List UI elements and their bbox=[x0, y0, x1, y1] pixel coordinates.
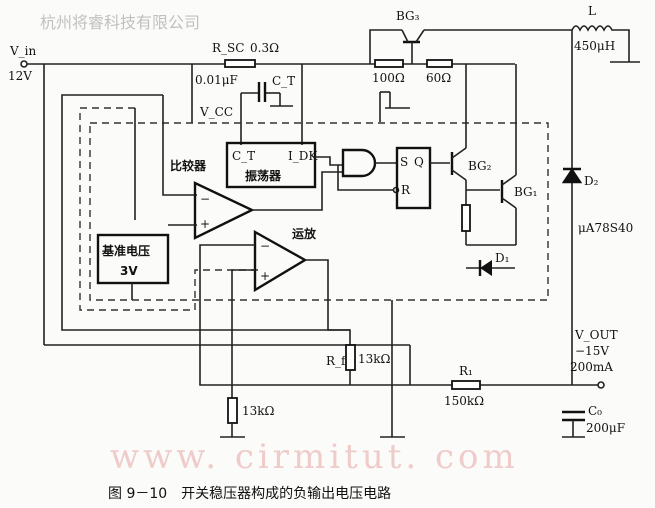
vcc-label: V_CC bbox=[199, 105, 233, 119]
comparator-label: 比较器 bbox=[170, 158, 207, 173]
transistor-bg1 bbox=[500, 64, 517, 245]
opamp-label: 运放 bbox=[292, 226, 317, 241]
reference-value: 3V bbox=[120, 264, 138, 278]
r1-value: 150kΩ bbox=[444, 394, 484, 408]
ic-boundary bbox=[89, 122, 549, 301]
watermark-company: 杭州将睿科技有限公司 bbox=[40, 13, 200, 32]
vin-value: 12V bbox=[8, 69, 32, 83]
vout-voltage: −15V bbox=[575, 344, 609, 358]
figure-caption: 图 9－10 开关稳压器构成的负输出电压电路 bbox=[108, 486, 391, 502]
ct-capacitor bbox=[240, 82, 293, 145]
r100-label: 100Ω bbox=[372, 71, 405, 85]
cap-small-value: 0.01μF bbox=[195, 73, 238, 87]
output-capacitor bbox=[562, 410, 585, 438]
diode-d1 bbox=[480, 260, 492, 276]
reference-wire bbox=[79, 107, 262, 311]
osc-pin-ct: C_T bbox=[232, 149, 255, 163]
d1-label: D₁ bbox=[495, 251, 509, 265]
chip-label: μA78S40 bbox=[578, 221, 633, 235]
rf-name: R_f bbox=[326, 354, 347, 368]
rg-value: 13kΩ bbox=[242, 404, 275, 418]
bg1-label: BG₁ bbox=[514, 185, 537, 199]
resistor-100 bbox=[374, 59, 404, 68]
comparator-output-wire bbox=[252, 171, 343, 211]
feedback-wire bbox=[61, 94, 350, 331]
reference-voltage-block bbox=[96, 233, 170, 285]
opamp-minus: − bbox=[260, 239, 270, 253]
resistor-60 bbox=[426, 59, 453, 68]
bg2-label: BG₂ bbox=[468, 159, 492, 173]
bg3-label: BG₃ bbox=[396, 9, 420, 23]
opamp-plus: + bbox=[260, 269, 270, 283]
inductor-value: 450μH bbox=[574, 39, 615, 53]
ff-q: Q bbox=[414, 155, 424, 169]
opamp-plus-wire bbox=[231, 269, 255, 400]
comp-minus: − bbox=[200, 192, 210, 206]
ff-s: S bbox=[400, 155, 408, 169]
resistor-ground bbox=[227, 397, 238, 424]
ct-name: C_T bbox=[272, 74, 295, 88]
comp-plus: + bbox=[200, 217, 210, 231]
resistor-rf bbox=[345, 344, 356, 371]
ff-r: R bbox=[401, 183, 411, 197]
vout-label: V_OUT bbox=[574, 328, 618, 342]
sr-flipflop bbox=[395, 146, 432, 210]
osc-output-wire bbox=[315, 156, 343, 166]
rsc-resistor bbox=[224, 59, 256, 68]
top-rail bbox=[20, 60, 515, 385]
rsc-value: 0.3Ω bbox=[250, 41, 279, 55]
rf-value: 13kΩ bbox=[358, 352, 391, 366]
and-gate bbox=[341, 148, 377, 178]
r60-label: 60Ω bbox=[426, 71, 451, 85]
transistor-bg3 bbox=[369, 29, 572, 64]
reset-wire bbox=[337, 165, 394, 191]
watermark-url: www. cirmitut. com bbox=[110, 437, 519, 477]
osc-label: 振荡器 bbox=[245, 168, 282, 183]
rsc-name: R_SC bbox=[212, 41, 244, 55]
opamp bbox=[253, 229, 308, 293]
co-value: 200μF bbox=[586, 421, 625, 435]
diode-d2 bbox=[561, 167, 583, 184]
bg2-resistor bbox=[461, 204, 471, 232]
d2-label: D₂ bbox=[584, 174, 599, 188]
inductor bbox=[571, 25, 630, 62]
comparator bbox=[193, 181, 255, 240]
vin-label: V_in bbox=[9, 44, 37, 58]
output-feedback-wire bbox=[199, 244, 572, 386]
osc-pin-ipk: I_DK bbox=[288, 149, 318, 163]
reference-label: 基准电压 bbox=[101, 243, 150, 258]
inductor-name: L bbox=[588, 4, 596, 18]
resistor-r1 bbox=[451, 380, 481, 390]
vout-current: 200mA bbox=[570, 360, 613, 374]
output-terminal[interactable] bbox=[597, 381, 605, 389]
co-name: C₀ bbox=[588, 404, 602, 418]
r1-name: R₁ bbox=[459, 364, 473, 378]
comparator-input-wire bbox=[162, 95, 197, 196]
oscillator-block bbox=[225, 141, 317, 189]
